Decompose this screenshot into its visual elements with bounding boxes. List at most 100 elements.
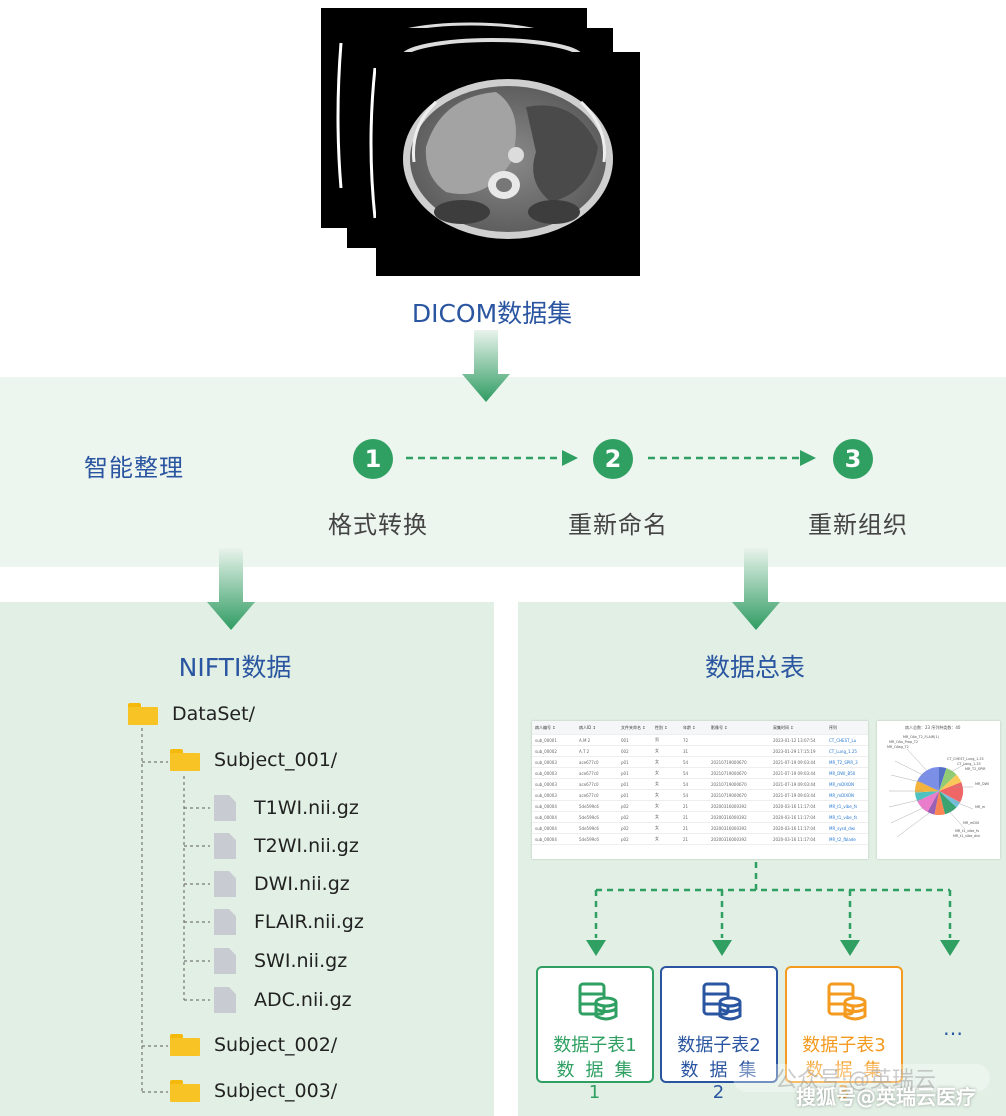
mini-table-cell: 男 (655, 737, 659, 742)
mini-table-cell: 20200316000392 (711, 825, 747, 831)
pie-slice (939, 791, 957, 815)
pie-slice (927, 791, 939, 815)
mini-table-cell: MR_t1_vibe_fs (829, 814, 858, 820)
mini-header-cell: 年龄 ↕ (683, 724, 696, 730)
file-icon (214, 909, 236, 935)
pie-slice (915, 791, 939, 802)
mini-table-cell: ace677c0 (579, 759, 599, 765)
mini-table-cell: 2020-03-16 11:17:04 (773, 814, 816, 820)
summary-pie-preview: 病人总数：23 序列种类数：40 MR_OAx_T2_FLAIR(1) MR_O… (877, 721, 1000, 859)
mini-table-cell: p02 (621, 836, 629, 842)
mini-table-cell: 5de599c6 (579, 803, 599, 809)
pie-label: MR_OAx_T2_FLAIR(1) (903, 735, 939, 739)
file-label: T2WI.nii.gz (254, 835, 359, 857)
pie-label: MR_T2_SPIR (965, 767, 986, 771)
mini-table-cell: 54 (683, 781, 689, 787)
pie-slice (934, 791, 945, 815)
file-label: DWI.nii.gz (254, 873, 350, 895)
dataset-folder-label: DataSet/ (172, 703, 255, 725)
mini-table-cell: 女 (655, 814, 659, 819)
mini-table-cell: 72 (683, 737, 689, 743)
mini-table-cell: p02 (621, 825, 629, 831)
mini-table-cell: 女 (655, 825, 659, 830)
file-label: T1WI.nii.gz (254, 797, 359, 819)
mini-table-cell: sub_00003 (535, 759, 557, 765)
mini-table-header: 病人编号 ↕ 病人ID ↕ 文件夹命名 ↕ 性别 ↕ 年龄 ↕ 影像号 ↕ 采集… (532, 721, 868, 735)
mini-table-cell: 2021-07-19 09:03:44 (773, 770, 816, 776)
mini-table-cell: 20210719000670 (711, 759, 747, 765)
sub-table-3-card[interactable]: 数据子表3 数据集3 (785, 966, 903, 1103)
pie-label: MR_mDIX (963, 821, 980, 825)
step-3-label: 重新组织 (808, 511, 908, 539)
mini-table-cell: A.M 2 (579, 737, 591, 743)
mini-table-cell: 女 (655, 759, 659, 764)
mini-table-cell: 女 (655, 770, 659, 775)
file-flair[interactable]: FLAIR.nii.gz (214, 909, 364, 935)
mini-header-cell: 序列 (829, 724, 837, 730)
mini-table-cell: 5de599c6 (579, 825, 599, 831)
summary-table-preview: 病人编号 ↕ 病人ID ↕ 文件夹命名 ↕ 性别 ↕ 年龄 ↕ 影像号 ↕ 采集… (532, 721, 868, 859)
mini-header-cell: 影像号 ↕ (711, 724, 728, 730)
mini-table-cell: p01 (621, 792, 629, 798)
mini-table-cell: 2020-03-16 11:17:04 (773, 825, 816, 831)
summary-title: 数据总表 (704, 653, 805, 682)
more-ellipsis: … (943, 1016, 963, 1040)
sub-table-1-card[interactable]: 数据子表1 数据集1 (536, 966, 654, 1103)
mini-table-cell: MR_DWI_B50 (829, 770, 856, 776)
dataset-folder[interactable]: DataSet/ (128, 703, 255, 725)
mini-table-cell: 女 (655, 836, 659, 841)
tree-connectors (141, 728, 210, 1093)
file-label: SWI.nii.gz (254, 950, 348, 972)
file-t1wi[interactable]: T1WI.nii.gz (214, 795, 359, 821)
pie-label: CT_Lung_1.25 (957, 762, 981, 766)
pie-slice (939, 774, 962, 791)
watermark-background (733, 1064, 990, 1092)
pie-slice (939, 767, 947, 791)
mini-table-cell: 5de599c6 (579, 814, 599, 820)
mini-table-cell: p02 (621, 803, 629, 809)
sub-table-2-card[interactable]: 数据子表2 数据集2 (660, 966, 778, 1103)
file-dwi[interactable]: DWI.nii.gz (214, 871, 350, 897)
mini-table-cell: 5de599c6 (579, 836, 599, 842)
file-t2wi[interactable]: T2WI.nii.gz (214, 833, 359, 859)
mini-table-cell: p01 (621, 770, 629, 776)
mini-pie-chart (888, 748, 974, 838)
mini-table-cell: sub_00001 (535, 737, 557, 743)
mini-table-cell: 54 (683, 792, 689, 798)
mini-table-cell: CT_CHEST_Lu (829, 737, 857, 743)
pie-label: MR_t1_vibe_dixi (953, 834, 981, 838)
mini-table-cell: 21 (683, 803, 689, 809)
mini-table-cell: 21 (683, 814, 689, 820)
mini-table-cell: sub_00004 (535, 825, 557, 831)
mini-table-cell: MR_t1_vibe_fs (829, 803, 858, 809)
step-3-badge: 3 (833, 439, 873, 479)
subject-002-folder[interactable]: Subject_002/ (170, 1034, 337, 1056)
pie-slice (917, 791, 939, 813)
subject-001-folder[interactable]: Subject_001/ (170, 749, 337, 771)
file-adc[interactable]: ADC.nii.gz (214, 987, 352, 1013)
smart-organize-label: 智能整理 (84, 454, 184, 482)
folder-icon (170, 1034, 200, 1056)
subject-003-folder[interactable]: Subject_003/ (170, 1080, 337, 1102)
mini-table-cell: sub_00003 (535, 770, 557, 776)
file-icon (214, 948, 236, 974)
nifti-title: NIFTI数据 (178, 653, 292, 682)
pie-slice (939, 791, 961, 808)
down-arrow-dicom (462, 330, 510, 402)
subject-002-label: Subject_002/ (214, 1034, 338, 1056)
mini-table-cell: MR_t2_fblade (829, 836, 856, 842)
file-label: FLAIR.nii.gz (254, 911, 364, 933)
mini-table-cell: 002 (621, 748, 629, 754)
database-icon (827, 982, 867, 1021)
mini-table-cell: 2023-01-29 17:15:19 (773, 748, 816, 754)
pie-label: MR_t1_vibe_fs (955, 829, 980, 833)
mini-header-cell: 性别 ↕ (655, 724, 668, 730)
file-swi[interactable]: SWI.nii.gz (214, 948, 347, 974)
file-icon (214, 795, 236, 821)
file-icon (214, 987, 236, 1013)
